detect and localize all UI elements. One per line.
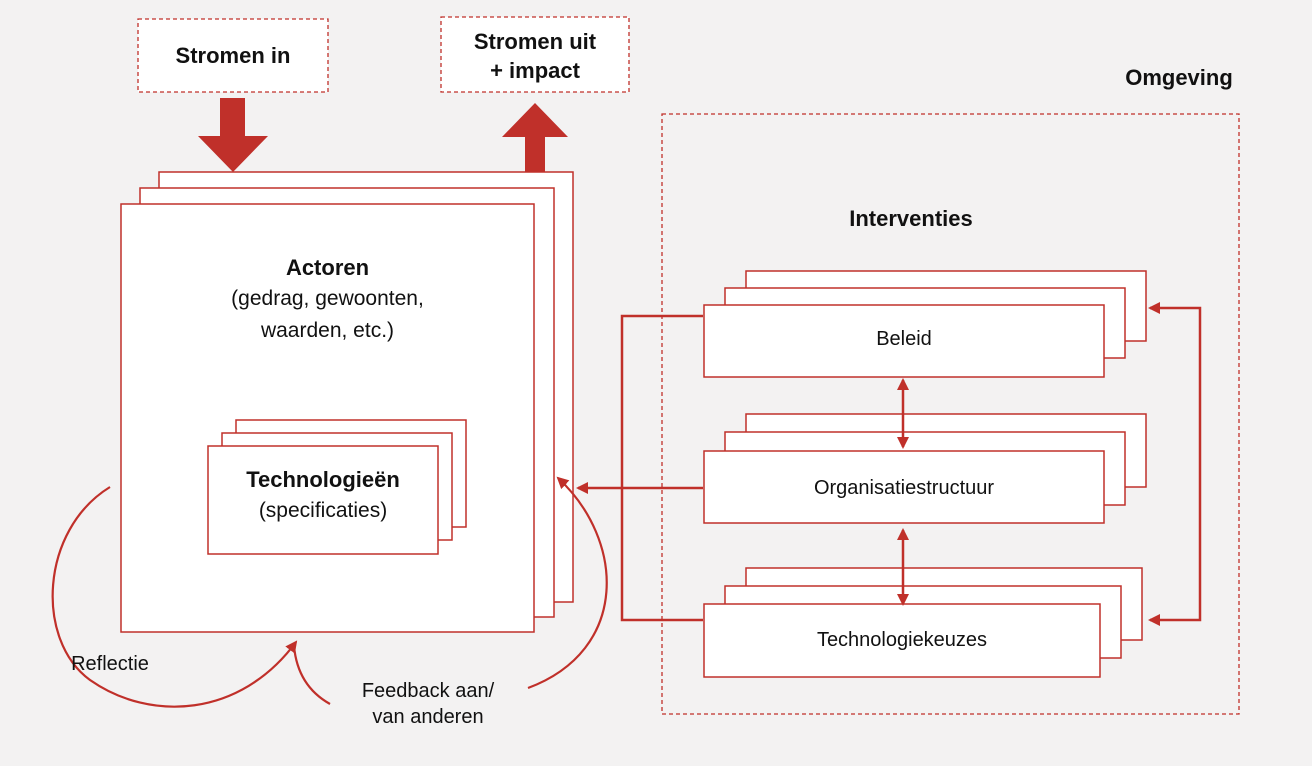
actors-stack [120, 171, 574, 633]
stromen-in-box [137, 18, 329, 93]
interventions-to-actors-arrow [576, 314, 703, 622]
reflectie-label: Reflectie [71, 653, 149, 675]
intervention-organisatiestructuur: Organisatiestructuur [813, 477, 995, 499]
stromen-uit-label-line2: + impact [490, 58, 580, 83]
omgeving-container [661, 113, 1240, 715]
stromen-uit-box [440, 16, 630, 93]
feedback-label-line1: Feedback aan/ [361, 680, 495, 702]
technology-title: Technologieën [246, 467, 400, 492]
intervention-technologiekeuzes: Technologiekeuzes [816, 629, 988, 651]
omgeving-label: Omgeving [1125, 65, 1233, 90]
intervention-beleid: Beleid [876, 328, 932, 350]
stromen-uit-arrow [502, 103, 568, 172]
interventions-title: Interventies [849, 206, 973, 231]
actors-title: Actoren [285, 255, 370, 280]
technologiekeuzes-stack [703, 567, 1143, 678]
organisatiestructuur-stack [703, 413, 1147, 524]
feedback-loop-arrow [527, 476, 608, 690]
technology-subtitle: (specificaties) [258, 499, 388, 522]
feedback-inner-arrow [292, 645, 331, 705]
actors-subtitle-line1: (gedrag, gewoonten, [231, 287, 424, 310]
technology-stack [207, 419, 467, 555]
stromen-uit-label-line1: Stromen uit [473, 29, 597, 54]
beleid-technologie-loop-arrow [1148, 302, 1202, 626]
stromen-in-label: Stromen in [175, 43, 291, 68]
beleid-stack [703, 270, 1147, 378]
stromen-in-arrow [198, 98, 268, 172]
reflectie-loop-arrow [51, 486, 298, 708]
actors-subtitle-line2: waarden, etc.) [260, 319, 395, 342]
feedback-label-line2: van anderen [372, 706, 484, 728]
